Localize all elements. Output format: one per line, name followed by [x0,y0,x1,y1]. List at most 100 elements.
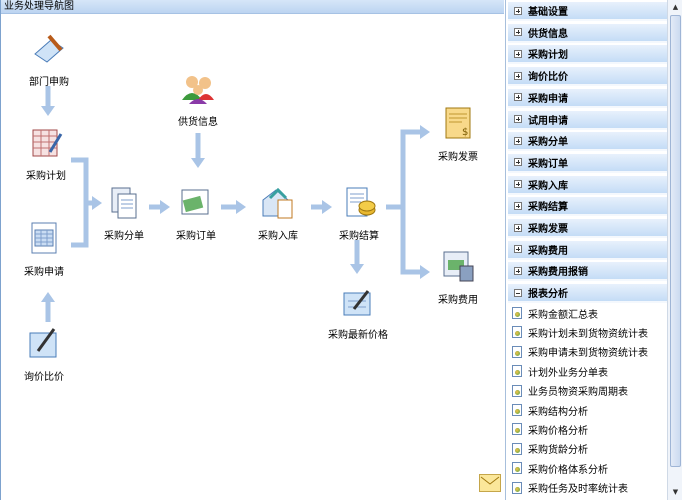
group-label: 采购费用 [528,245,568,257]
node-department-request[interactable]: 部门申购 [9,30,89,88]
report-document-icon [512,481,522,494]
sidebar-menu: 基础设置供货信息采购计划询价比价采购申请试用申请采购分单采购订单采购入库采购结算… [505,0,682,500]
report-document-icon [512,326,522,339]
sidebar-group[interactable]: 采购费用报销 [508,262,668,282]
node-label: 采购计划 [26,171,66,182]
expand-plus-icon[interactable] [514,136,522,145]
node-label: 采购结算 [339,231,379,242]
node-price-comparison[interactable]: 询价比价 [4,325,84,383]
node-label: 采购最新价格 [328,330,388,341]
documents-icon [111,187,137,219]
scroll-up-arrow-icon[interactable]: ▲ [672,3,679,11]
scrollbar-thumb[interactable] [670,15,681,467]
sidebar-group[interactable]: 采购分单 [508,132,668,152]
form-icon [31,222,57,254]
collapse-minus-icon[interactable] [514,288,522,297]
calendar-icon [32,129,63,157]
expand-plus-icon[interactable] [514,93,522,102]
group-label: 询价比价 [528,72,568,84]
report-label: 采购任务及时率统计表 [528,484,628,496]
report-document-icon [512,462,522,475]
mail-icon[interactable] [479,474,501,492]
sidebar-group[interactable]: 采购费用 [508,240,668,260]
node-settlement[interactable]: 采购结算 [319,184,399,242]
expand-plus-icon[interactable] [514,180,522,189]
scroll-down-arrow-icon[interactable]: ▼ [672,488,679,496]
report-link[interactable]: 采购申请未到货物资统计表 [512,343,648,361]
report-label: 业务员物资采购周期表 [528,387,628,399]
group-label: 采购入库 [528,180,568,192]
sidebar-group[interactable]: 试用申请 [508,110,668,130]
report-link[interactable]: 采购任务及时率统计表 [512,479,628,497]
report-link[interactable]: 采购计划未到货物资统计表 [512,323,648,341]
report-link[interactable]: 业务员物资采购周期表 [512,382,628,400]
sidebar-scrollbar[interactable]: ▲ ▼ [667,0,682,500]
users-icon [182,76,214,104]
report-label: 采购计划未到货物资统计表 [528,328,648,340]
sidebar-group[interactable]: 采购订单 [508,153,668,173]
group-label: 试用申请 [528,115,568,127]
group-label: 报表分析 [528,289,568,300]
sidebar-group-expanded[interactable]: 报表分析 [508,284,668,303]
calculator-money-icon [443,251,474,282]
report-label: 采购价格分析 [528,425,588,437]
report-label: 采购价格体系分析 [528,464,608,476]
node-purchase-plan[interactable]: 采购计划 [6,124,86,182]
expand-plus-icon[interactable] [514,115,522,123]
node-label: 询价比价 [24,372,64,383]
report-link[interactable]: 采购金额汇总表 [512,304,598,322]
node-purchase-order[interactable]: 采购订单 [156,184,236,242]
node-purchase-split[interactable]: 采购分单 [84,184,164,242]
report-link[interactable]: 采购价格分析 [512,420,588,438]
sidebar-group[interactable]: 采购申请 [508,88,668,108]
notepad-pen-icon [29,328,57,358]
svg-text:$: $ [462,127,468,138]
node-expense[interactable]: 采购费用 [418,248,498,306]
node-label: 采购订单 [176,231,216,242]
node-invoice[interactable]: $ 采购发票 [418,105,498,163]
sidebar-group[interactable]: 询价比价 [508,67,668,87]
expand-plus-icon[interactable] [514,6,522,15]
expand-plus-icon[interactable] [514,223,522,232]
expand-plus-icon[interactable] [514,266,522,275]
report-link[interactable]: 采购结构分析 [512,401,588,419]
group-label: 基础设置 [528,7,568,18]
expand-plus-icon[interactable] [514,158,522,167]
expand-plus-icon[interactable] [514,201,522,210]
sidebar-group[interactable]: 采购计划 [508,45,668,65]
notepad-pen-icon [343,290,371,316]
sidebar-group[interactable]: 基础设置 [508,2,668,21]
sidebar-group[interactable]: 供货信息 [508,23,668,43]
sidebar-group[interactable]: 采购发票 [508,219,668,238]
expand-plus-icon[interactable] [514,71,522,80]
node-label: 采购入库 [258,231,298,242]
group-label: 供货信息 [528,28,568,40]
expand-plus-icon[interactable] [514,49,522,58]
report-label: 采购结构分析 [528,406,588,418]
sidebar-group[interactable]: 采购结算 [508,197,668,217]
navigation-panel: 业务处理导航图 部门申购 采购计划 采购申请 询价比价 供货信息 [0,0,504,500]
expand-plus-icon[interactable] [514,28,522,37]
flow-arrows [41,86,430,322]
report-link[interactable]: 采购货龄分析 [512,440,588,458]
report-label: 采购货龄分析 [528,445,588,457]
group-label: 采购分单 [528,137,568,149]
node-purchase-application[interactable]: 采购申请 [4,220,84,278]
node-supply-info[interactable]: 供货信息 [158,70,238,128]
node-latest-price[interactable]: 采购最新价格 [318,283,398,341]
expand-plus-icon[interactable] [514,245,522,254]
report-link[interactable]: 计划外业务分单表 [512,362,608,380]
report-document-icon [512,442,522,455]
node-label: 采购发票 [438,152,478,163]
report-link[interactable]: 采购价格体系分析 [512,459,608,477]
clipboard-coins-icon [346,187,376,217]
report-document-icon [512,404,522,416]
report-document-icon [512,307,522,319]
report-label: 计划外业务分单表 [528,367,608,379]
group-label: 采购结算 [528,202,568,214]
group-label: 采购订单 [528,158,568,170]
panel-title: 业务处理导航图 [1,0,504,14]
node-warehouse-in[interactable]: 采购入库 [238,184,318,242]
report-label: 采购申请未到货物资统计表 [528,348,648,360]
sidebar-group[interactable]: 采购入库 [508,175,668,195]
